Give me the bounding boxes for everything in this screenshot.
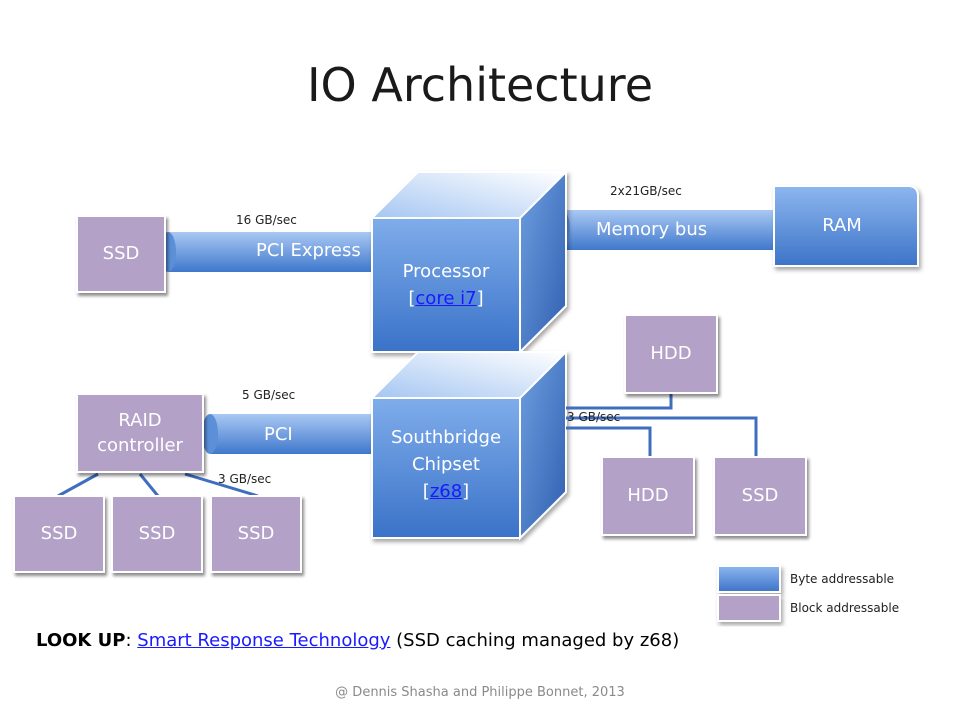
z68-link[interactable]: z68 — [429, 481, 463, 502]
pci-bus — [202, 414, 382, 454]
legend-block-label: Block addressable — [790, 601, 900, 615]
ram-label: RAM — [822, 215, 862, 236]
southbridge-line1: Southbridge — [390, 427, 502, 448]
ssd-raid-block-2: SSD — [111, 495, 203, 573]
processor-label: Processor [core i7] — [372, 258, 520, 312]
pci-bandwidth: 5 GB/sec — [242, 388, 296, 402]
processor-name: Processor — [402, 261, 490, 282]
hdd-top-block: HDD — [624, 314, 718, 394]
ssd-raid-block-1: SSD — [13, 495, 105, 573]
southbridge-label: Southbridge Chipset [z68] — [372, 424, 520, 505]
ssd-raid-block-3: SSD — [210, 495, 302, 573]
raid-wires — [57, 472, 259, 498]
page-title: IO Architecture — [306, 58, 653, 112]
legend-byte-label: Byte addressable — [790, 572, 895, 586]
lookup-line: LOOK UP: Smart Response Technology (SSD … — [36, 630, 680, 651]
core-i7-link[interactable]: core i7 — [415, 288, 477, 309]
lookup-prefix: LOOK UP — [36, 630, 126, 651]
pci-express-bandwidth: 16 GB/sec — [236, 213, 297, 227]
hdd-bottom-block: HDD — [601, 456, 695, 536]
southbridge-line2: Chipset — [412, 454, 480, 475]
pci-express-label: PCI Express — [256, 240, 361, 261]
legend-block-swatch — [717, 594, 781, 622]
footer-credit: @ Dennis Shasha and Philippe Bonnet, 201… — [335, 685, 625, 700]
raid-ssd-bandwidth: 3 GB/sec — [218, 472, 272, 486]
memory-bus-bandwidth: 2x21GB/sec — [610, 184, 682, 198]
processor-model: [core i7] — [408, 288, 484, 309]
memory-bus-label: Memory bus — [596, 219, 708, 240]
ram-block — [773, 185, 919, 267]
sata-wires — [566, 392, 758, 458]
ssd-sata-block: SSD — [713, 456, 807, 536]
smart-response-link[interactable]: Smart Response Technology — [137, 630, 391, 651]
pci-label: PCI — [264, 424, 293, 445]
lookup-suffix: (SSD caching managed by z68) — [390, 630, 680, 651]
legend-byte-swatch — [717, 565, 781, 593]
southbridge-model: [z68] — [422, 481, 470, 502]
southbridge-cube — [369, 349, 569, 541]
processor-cube — [369, 169, 569, 355]
ssd-pcie-block: SSD — [76, 215, 166, 293]
sata-bandwidth: 3 GB/sec — [567, 410, 621, 424]
